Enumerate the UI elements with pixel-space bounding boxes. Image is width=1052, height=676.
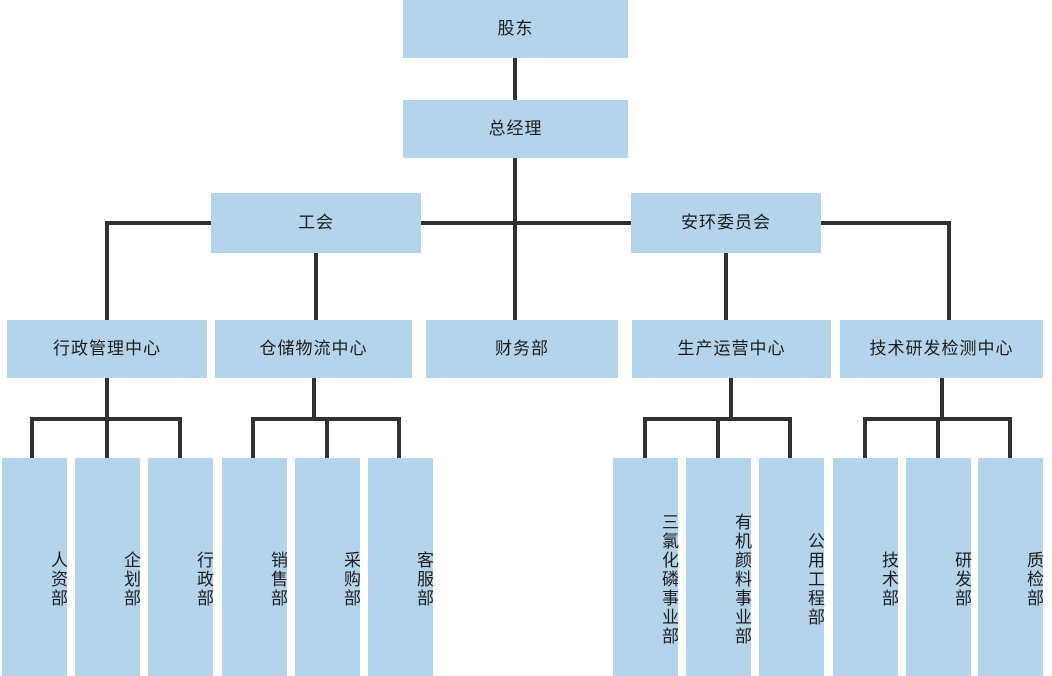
node-label: 企划部 [121,550,140,608]
node-general-manager[interactable]: 总经理 [403,100,628,158]
node-technology-department[interactable]: 技术部 [833,458,898,676]
node-labor-union[interactable]: 工会 [211,193,421,253]
node-quality-inspection-department[interactable]: 质检部 [978,458,1043,676]
node-utilities-engineering-department[interactable]: 公用工程部 [759,458,824,676]
node-procurement-department[interactable]: 采购部 [295,458,360,676]
node-label: 人资部 [48,550,67,608]
node-label: 公用工程部 [805,531,824,627]
link-admin-drop-hr [30,417,34,458]
node-shareholder[interactable]: 股东 [403,0,628,58]
link-warehouse-drop-sales [251,417,255,458]
link-bus-drop-admin-center [105,221,109,320]
node-label: 行政管理中心 [53,338,161,358]
link-techcenter-stem-down [940,378,944,420]
node-label: 客服部 [414,550,433,608]
node-production-operations-center[interactable]: 生产运营中心 [632,320,831,378]
node-finance-department[interactable]: 财务部 [426,320,618,378]
node-label: 三氯化磷事业部 [659,512,678,646]
node-label: 销售部 [268,550,287,608]
link-warehouse-drop-customer-service [397,417,401,458]
link-techcenter-drop-quality [1008,417,1012,458]
link-gm-stem-down [513,158,517,320]
node-customer-service-department[interactable]: 客服部 [368,458,433,676]
node-sales-department[interactable]: 销售部 [222,458,287,676]
node-organic-pigments-division[interactable]: 有机颜料事业部 [686,458,751,676]
node-label: 工会 [298,212,334,232]
node-label: 行政部 [194,550,213,608]
node-warehouse-logistics-center[interactable]: 仓储物流中心 [215,320,412,378]
link-admin-stem-down [105,378,109,420]
node-rd-department[interactable]: 研发部 [906,458,971,676]
node-label: 仓储物流中心 [259,338,368,358]
node-label: 研发部 [952,550,971,608]
link-production-drop-utilities [788,417,792,458]
node-administration-department[interactable]: 行政部 [148,458,213,676]
link-admin-drop-planning [105,417,109,458]
link-warehouse-drop-procurement [325,417,329,458]
node-hr-department[interactable]: 人资部 [2,458,67,676]
link-shareholder-to-gm [513,58,517,100]
link-bus-drop-tech-center [947,221,951,320]
node-safety-env-committee[interactable]: 安环委员会 [631,193,821,253]
node-admin-management-center[interactable]: 行政管理中心 [7,320,207,378]
node-phosphorus-trichloride-division[interactable]: 三氯化磷事业部 [613,458,678,676]
node-label: 质检部 [1024,550,1043,608]
node-label: 总经理 [488,118,543,138]
node-label: 财务部 [495,338,549,358]
node-technology-rd-testing-center[interactable]: 技术研发检测中心 [840,320,1043,378]
node-label: 股东 [497,18,534,38]
link-admin-drop-administration [178,417,182,458]
link-production-drop-pigments [716,417,720,458]
link-union-stem-down [314,253,318,320]
link-level3-horizontal-bus [106,221,951,225]
node-label: 技术部 [879,550,898,608]
link-production-stem-down [729,378,733,420]
link-safety-stem-down [724,253,728,320]
link-warehouse-stem-down [312,378,316,420]
link-techcenter-drop-technology [863,417,867,458]
node-label: 有机颜料事业部 [732,512,751,646]
link-techcenter-drop-rd [936,417,940,458]
node-planning-department[interactable]: 企划部 [75,458,140,676]
link-production-drop-ptc [643,417,647,458]
node-label: 采购部 [341,550,360,608]
node-label: 技术研发检测中心 [869,338,1014,358]
node-label: 生产运营中心 [677,338,786,358]
node-label: 安环委员会 [681,212,771,232]
